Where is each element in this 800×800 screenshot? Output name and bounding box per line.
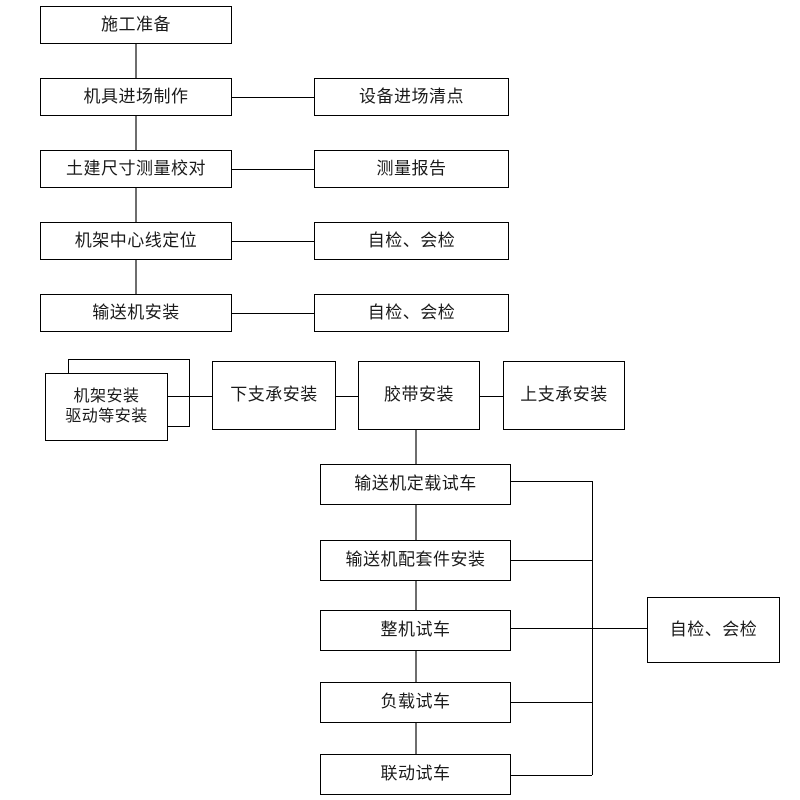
inspection-bus-branch-2 bbox=[511, 560, 592, 561]
connector-lower-vertical-1 bbox=[415, 505, 417, 540]
node-upper-bearing-installation[interactable]: 上支承安装 bbox=[503, 361, 625, 430]
connector-side-branch-1 bbox=[232, 97, 314, 98]
connector-main-vertical-4 bbox=[135, 260, 137, 294]
node-belt-installation[interactable]: 胶带安装 bbox=[358, 361, 480, 430]
node-tooling-entry-fabrication[interactable]: 机具进场制作 bbox=[40, 78, 232, 116]
node-whole-machine-test[interactable]: 整机试车 bbox=[320, 610, 511, 651]
node-frame-drive-installation[interactable]: 机架安装 驱动等安装 bbox=[45, 373, 168, 441]
connector-side-branch-4 bbox=[232, 313, 314, 314]
node-construction-preparation[interactable]: 施工准备 bbox=[40, 6, 232, 44]
node-load-test[interactable]: 负载试车 bbox=[320, 682, 511, 723]
node-survey-report[interactable]: 测量报告 bbox=[314, 150, 509, 188]
connector-side-branch-3 bbox=[232, 241, 314, 242]
node-civil-dimension-survey[interactable]: 土建尺寸测量校对 bbox=[40, 150, 232, 188]
connector-middle-row-2 bbox=[336, 396, 358, 397]
connector-lower-vertical-2 bbox=[415, 581, 417, 610]
inspection-bus-branch-3 bbox=[511, 628, 592, 629]
node-linkage-test[interactable]: 联动试车 bbox=[320, 754, 511, 795]
connector-side-branch-2 bbox=[232, 169, 314, 170]
node-self-joint-inspection-2[interactable]: 自检、会检 bbox=[314, 294, 509, 332]
node-equipment-entry-inventory[interactable]: 设备进场清点 bbox=[314, 78, 509, 116]
inspection-bus-to-node bbox=[592, 628, 647, 629]
node-conveyor-accessory-installation[interactable]: 输送机配套件安装 bbox=[320, 540, 511, 581]
inspection-bus-branch-1 bbox=[511, 481, 592, 482]
connector-middle-row-1 bbox=[168, 396, 212, 397]
connector-belt-to-load-test-1 bbox=[415, 430, 417, 464]
connector-lower-vertical-4 bbox=[415, 723, 417, 754]
connector-main-vertical-3 bbox=[135, 188, 137, 222]
node-frame-centerline-positioning[interactable]: 机架中心线定位 bbox=[40, 222, 232, 260]
node-self-joint-inspection-1[interactable]: 自检、会检 bbox=[314, 222, 509, 260]
inspection-bus-branch-5 bbox=[511, 775, 592, 776]
connector-lower-vertical-3 bbox=[415, 651, 417, 682]
connector-main-vertical-2 bbox=[135, 116, 137, 150]
connector-middle-row-3 bbox=[480, 396, 503, 397]
node-lower-bearing-installation[interactable]: 下支承安装 bbox=[212, 361, 336, 430]
node-self-joint-inspection-3[interactable]: 自检、会检 bbox=[647, 597, 780, 663]
node-conveyor-rated-load-test[interactable]: 输送机定载试车 bbox=[320, 464, 511, 505]
inspection-bus-branch-4 bbox=[511, 702, 592, 703]
connector-main-vertical-1 bbox=[135, 44, 137, 78]
node-conveyor-installation[interactable]: 输送机安装 bbox=[40, 294, 232, 332]
